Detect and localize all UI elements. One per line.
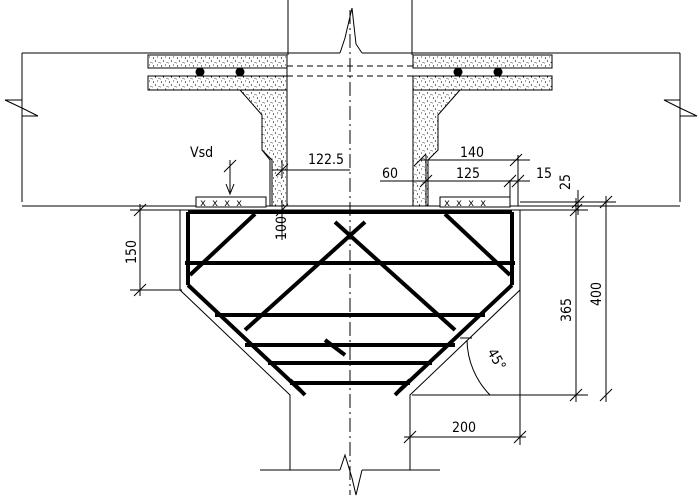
dim-60: 60 (382, 166, 398, 182)
left-beam (147, 54, 288, 207)
dim-150: 150 (124, 240, 140, 264)
svg-text:x x x x: x x x x (444, 198, 486, 209)
dim-15: 15 (536, 166, 552, 182)
svg-text:x x x x: x x x x (200, 198, 242, 209)
dim-122-5: 122.5 (308, 152, 344, 168)
load-label: Vsd (190, 145, 213, 161)
right-beam (412, 54, 553, 207)
dim-200: 200 (452, 420, 476, 436)
reinforcement (185, 210, 515, 397)
dim-100: 100 (274, 216, 290, 240)
dim-125: 125 (456, 166, 480, 182)
dimension-lines (130, 153, 616, 445)
dim-25: 25 (558, 174, 574, 190)
bearing-pads: x x x x x x x x (195, 196, 511, 209)
dim-400: 400 (589, 282, 605, 306)
dim-140: 140 (460, 145, 484, 161)
dim-365: 365 (559, 298, 575, 322)
upper-structure (4, 0, 698, 207)
angle-45: 45° (484, 346, 509, 373)
